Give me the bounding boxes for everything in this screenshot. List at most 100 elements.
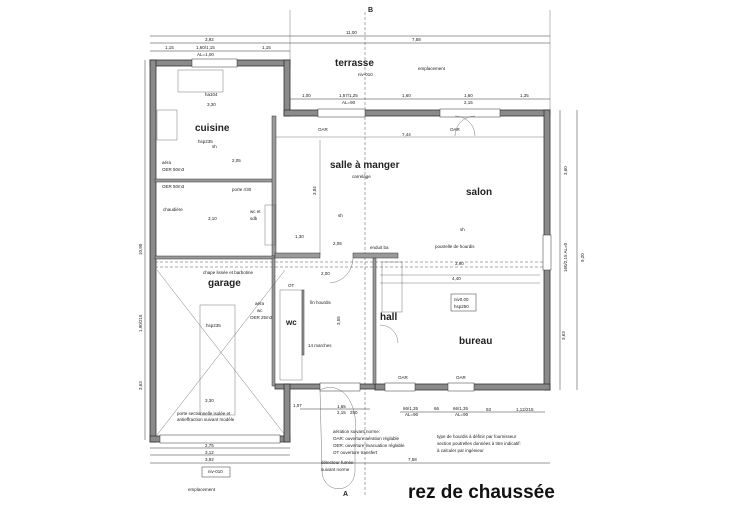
label: hsp235 <box>198 139 213 144</box>
room-hall: hall <box>380 312 397 323</box>
label: porte sectionnelle isolée et <box>177 411 231 416</box>
label: 14 marches <box>308 343 332 348</box>
label: sdb <box>250 216 258 221</box>
dim: 2,00 <box>321 271 330 276</box>
room-cuisine: cuisine <box>195 123 230 134</box>
label: chaudière <box>163 207 183 212</box>
label: ha104 <box>205 92 218 97</box>
note: suivant norme <box>321 467 350 472</box>
dim: 1,60/1,15 <box>196 45 215 50</box>
dim: 93 <box>486 407 492 412</box>
dim: AL=1,00 <box>197 52 214 57</box>
label: emplacement <box>188 487 216 492</box>
note: OT ouverture transfert <box>333 450 378 455</box>
dim: 3,10 <box>208 216 217 221</box>
dim: 1,00 <box>302 93 311 98</box>
dim: 1,57/1,25 <box>339 93 358 98</box>
dim: 10,90 <box>138 243 143 255</box>
dim: AL=90 <box>455 412 469 417</box>
dim: 250 <box>350 410 358 415</box>
label: niv0.00 <box>454 297 469 302</box>
dimension-lines <box>144 10 578 495</box>
dim: 1,12/215 <box>516 407 534 412</box>
dim: 2,05 <box>232 158 241 163</box>
dim: 3,63 <box>138 381 143 390</box>
dim: 3,60 <box>563 166 568 175</box>
label: niv-010 <box>208 469 223 474</box>
dim: 66/1,35 <box>453 406 469 411</box>
room-garage: garage <box>208 278 241 289</box>
dim: 4,40 <box>452 276 461 281</box>
note: aération suivant norme: <box>333 429 380 434</box>
label: OAR <box>456 375 467 380</box>
openings <box>156 58 552 489</box>
note: type de hourdis à définir par fournisseu… <box>437 434 517 439</box>
label: hsp235 <box>206 323 221 328</box>
section-a: A <box>343 491 348 498</box>
dim: AL=90 <box>405 412 419 417</box>
room-bureau: bureau <box>459 336 492 347</box>
label: OAR <box>450 127 461 132</box>
label: OT <box>288 283 295 288</box>
label: carrelage <box>352 174 371 179</box>
room-terrasse: terrasse <box>335 58 374 69</box>
dim: 66/1,35 <box>403 406 419 411</box>
label: sh <box>212 144 217 149</box>
dim: 9,20 <box>580 253 585 262</box>
label: OER 25m3 <box>250 315 273 320</box>
label: porte r/30 <box>232 187 252 192</box>
dim: 2,15 <box>464 100 473 105</box>
dim: 3,30 <box>205 398 214 403</box>
section-b: B <box>368 7 373 14</box>
dim: 2,05 <box>333 241 342 246</box>
plan-title: rez de chaussée <box>408 482 555 503</box>
label: OAR <box>398 375 409 380</box>
room-salon: salon <box>466 187 492 198</box>
notes: aération suivant norme: OAR: ouverture a… <box>321 429 521 472</box>
dim: 2,15 <box>337 410 346 415</box>
dim: 1,15 <box>165 45 174 50</box>
label: fin hourdis <box>310 300 332 305</box>
label: aéra <box>255 301 265 306</box>
dim: 1,65 <box>337 404 346 409</box>
label: wc <box>257 308 263 313</box>
note: à calculer par ingénieur <box>437 448 484 453</box>
dim: 1,90/215 <box>138 314 143 332</box>
label: emplacement <box>418 66 446 71</box>
label: chape lissée et barbotine <box>203 270 254 275</box>
label: antieffraction suivant modèle <box>177 417 235 422</box>
label: wc et <box>250 209 261 214</box>
dim: 3,55 <box>336 316 341 325</box>
dim: 7,44 <box>402 132 411 137</box>
dim: 1,30 <box>295 234 304 239</box>
dimension-texts: 11,00 3,92 7,58 1,15 1,60/1,15 AL=1,00 1… <box>138 30 585 462</box>
room-salle-a-manger: salle à manger <box>330 160 400 171</box>
dim: 1,15 <box>262 45 271 50</box>
dim: 1,60 <box>402 93 411 98</box>
label: OER 50m3 <box>162 184 185 189</box>
label: sh <box>338 213 343 218</box>
dim: 2,75 <box>205 443 214 448</box>
label: OAR <box>318 127 329 132</box>
note: détecteur fumée <box>321 460 354 465</box>
dim: 1,35 <box>520 93 529 98</box>
dim: 3,63 <box>561 331 566 340</box>
label: poutrelle de hourdis <box>435 244 475 249</box>
dim: 1,60 <box>464 93 473 98</box>
room-wc: wc <box>285 318 297 327</box>
label: OER 50m3 <box>162 167 185 172</box>
dim: 3,92 <box>205 37 214 42</box>
label: hsp250 <box>454 304 469 309</box>
label: sh <box>460 227 465 232</box>
dim: 3,30 <box>207 102 216 107</box>
note: OER: ouverture évacuation réglable <box>333 443 405 448</box>
note: OAR: ouverture aération réglable <box>333 436 400 441</box>
dim: 1,07 <box>293 403 302 408</box>
dim: 66 <box>434 406 440 411</box>
dim: 3,84 <box>312 186 317 195</box>
label: enduit ba <box>370 245 389 250</box>
dim: 3,12 <box>205 450 214 455</box>
dim: AL=90 <box>342 100 356 105</box>
dim: 160/2,15 AL=0 <box>563 242 568 272</box>
